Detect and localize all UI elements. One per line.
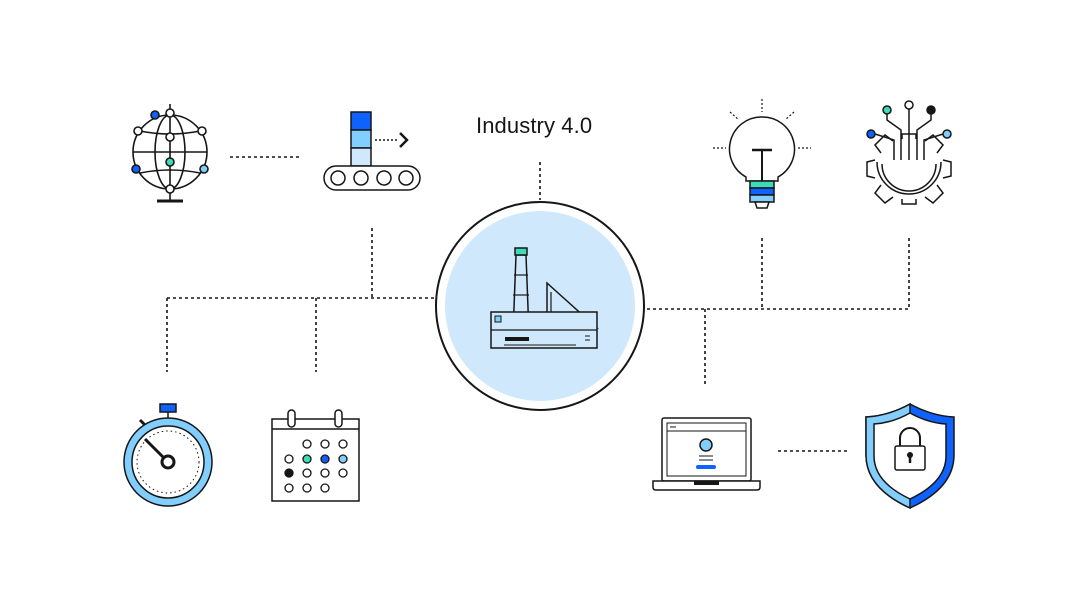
diagram-title: Industry 4.0 (476, 113, 593, 138)
calendar-icon (271, 409, 360, 502)
globe-network-icon (131, 104, 209, 203)
factory-icon (435, 201, 645, 411)
lightbulb-icon (713, 99, 811, 209)
gear-circuit-icon (866, 100, 952, 205)
connector-lines (166, 156, 910, 452)
shield-lock-icon (865, 402, 955, 510)
conveyor-belt-icon (323, 111, 421, 191)
stopwatch-icon (123, 403, 213, 507)
laptop-profile-icon (652, 417, 761, 491)
